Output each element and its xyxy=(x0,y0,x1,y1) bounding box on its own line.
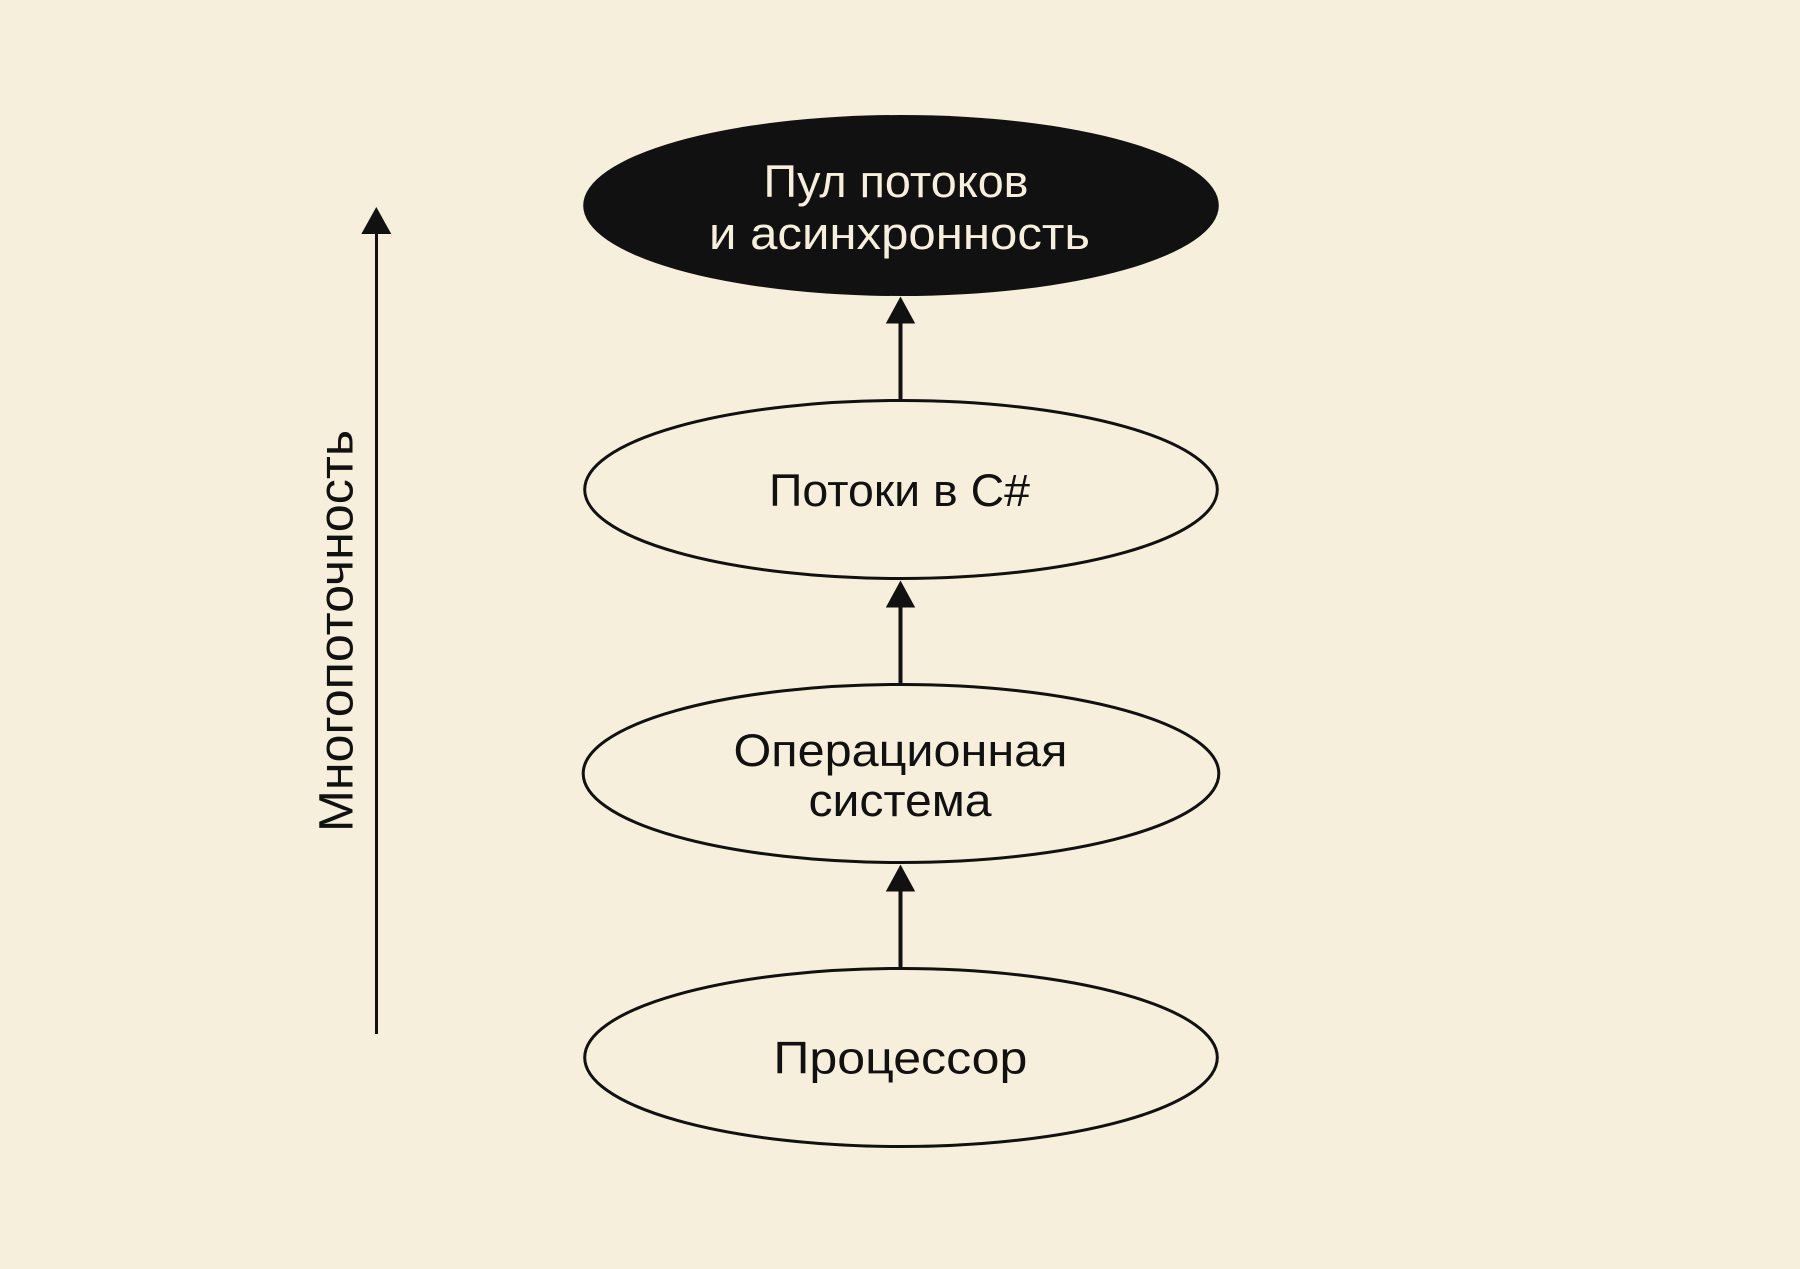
svg-text:Операционная: Операционная xyxy=(734,725,1068,776)
svg-text:и асинхронность: и асинхронность xyxy=(709,208,1090,259)
svg-text:Потоки в C#: Потоки в C# xyxy=(769,465,1030,516)
svg-text:Процессор: Процессор xyxy=(773,1033,1027,1084)
svg-text:Многопоточность: Многопоточность xyxy=(311,430,364,832)
svg-text:Пул потоков: Пул потоков xyxy=(764,156,1029,207)
svg-text:система: система xyxy=(809,775,993,826)
